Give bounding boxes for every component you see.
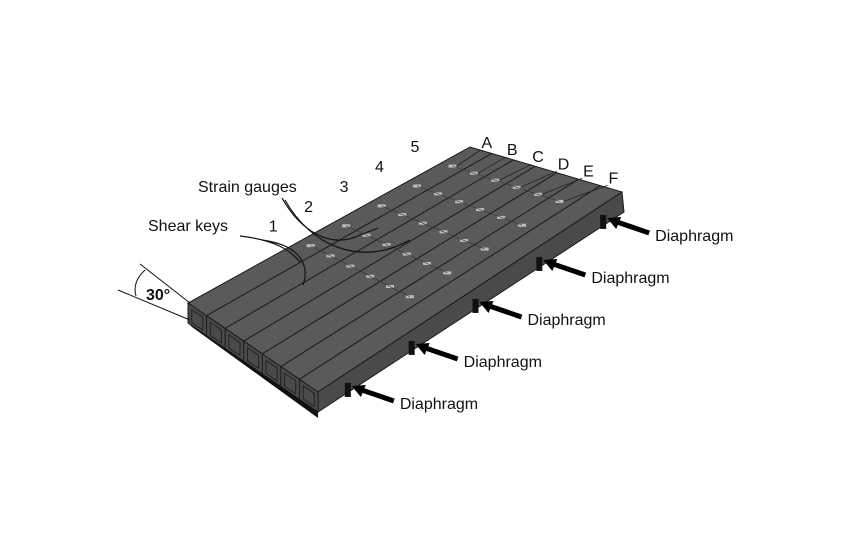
box-beam-void xyxy=(191,308,204,332)
skew-angle-label: 30° xyxy=(146,287,170,304)
bridge-slab xyxy=(187,146,625,418)
gauge-row-label: 5 xyxy=(411,139,420,156)
gauge-column-label: F xyxy=(609,170,619,187)
shear-keys-label: Shear keys xyxy=(148,218,228,235)
shear-key-leader xyxy=(239,235,301,263)
strain-gauge-leader xyxy=(284,199,411,253)
strain-gauges-label: Strain gauges xyxy=(198,179,297,196)
diaphragm-label: Diaphragm xyxy=(655,228,733,245)
diaphragm-label: Diaphragm xyxy=(464,354,542,371)
box-beam-void xyxy=(209,321,222,344)
diaphragm xyxy=(600,214,607,229)
gauge-row-label: 3 xyxy=(340,179,349,196)
gauge-row-line xyxy=(310,245,410,297)
gauge-column-leader xyxy=(541,177,583,195)
diaphragm-arrow-head xyxy=(543,258,558,271)
diaphragm xyxy=(472,298,479,313)
diaphragm xyxy=(408,340,415,355)
gauge-column-label: A xyxy=(482,135,493,152)
gauge-row-label: 4 xyxy=(375,159,384,176)
shear-key-line xyxy=(299,185,601,380)
gauge-row-line xyxy=(416,185,523,226)
skew-reference-line xyxy=(117,289,191,321)
gauge-row-line xyxy=(452,165,560,202)
box-beam-void xyxy=(284,372,297,395)
diaphragm xyxy=(344,382,351,397)
gauge-column-label: E xyxy=(583,163,594,180)
box-beam-void xyxy=(265,359,278,382)
skew-reference-line xyxy=(139,263,191,304)
gauge-row-label: 1 xyxy=(269,219,278,236)
slab-side-face xyxy=(317,191,625,413)
diaphragm xyxy=(536,256,543,271)
gauge-row-label: 2 xyxy=(304,199,313,216)
shear-key-line xyxy=(262,172,558,355)
gauge-column-leader xyxy=(520,170,557,188)
gauge-column-leader xyxy=(499,163,532,181)
box-beam-void xyxy=(228,334,241,357)
gauge-column-leader xyxy=(456,149,481,167)
gauge-column-label: B xyxy=(507,142,518,159)
diaphragm-label: Diaphragm xyxy=(528,312,606,329)
gauge-column-label: C xyxy=(532,149,544,166)
shear-key-line xyxy=(243,165,536,342)
gauge-column-leader xyxy=(477,156,507,174)
diaphragm-label: Diaphragm xyxy=(400,396,478,413)
diaphragm-arrow-head xyxy=(351,384,366,397)
shear-key-line xyxy=(206,152,492,317)
shear-key-line xyxy=(224,159,514,329)
diaphragm-label: Diaphragm xyxy=(591,270,669,287)
shear-key-leader xyxy=(261,239,306,286)
box-beam-void xyxy=(246,346,260,370)
gauge-row-line xyxy=(381,205,485,250)
shear-key-line xyxy=(280,178,579,367)
diaphragm-arrow-head xyxy=(479,300,494,313)
box-beam-void xyxy=(302,384,315,408)
slab-bottom-shadow xyxy=(188,323,318,418)
strain-gauge-leader xyxy=(281,197,379,241)
diaphragm-arrow-head xyxy=(415,342,430,355)
skew-angle-arc xyxy=(134,269,146,297)
gauge-column-leader xyxy=(563,185,608,202)
gauge-column-label: D xyxy=(558,156,570,173)
diaphragm-arrow-head xyxy=(607,216,622,229)
